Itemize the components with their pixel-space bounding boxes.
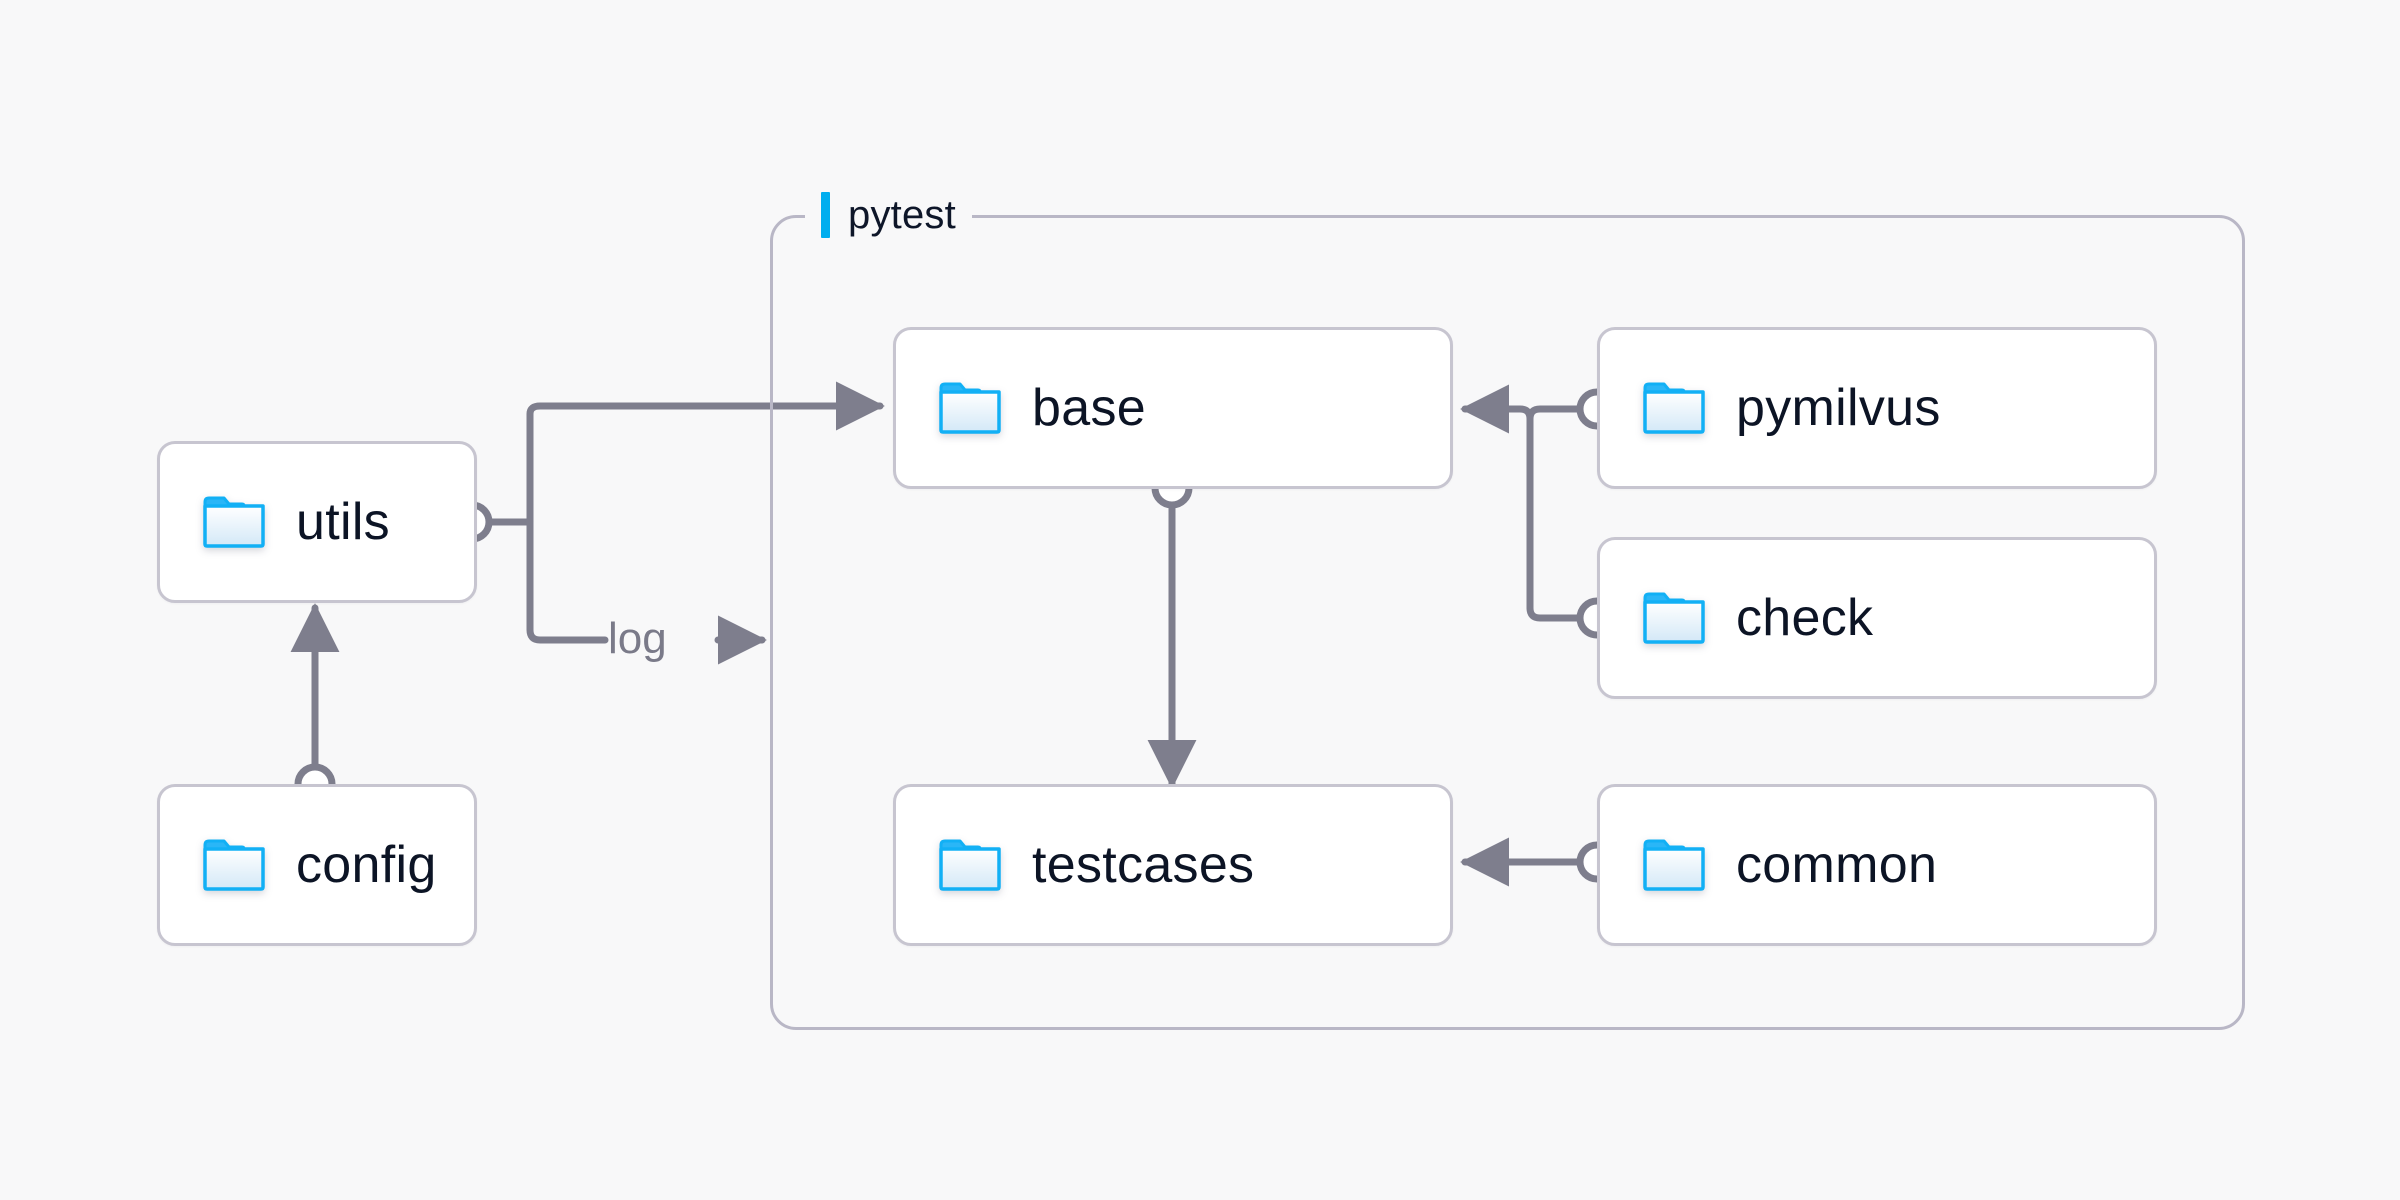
group-accent-bar bbox=[821, 192, 830, 238]
edge-utils-to-log bbox=[483, 518, 609, 644]
node-base[interactable]: base bbox=[893, 327, 1453, 489]
node-utils[interactable]: utils bbox=[157, 441, 477, 603]
pytest-group-label: pytest bbox=[848, 193, 956, 237]
folder-icon bbox=[1643, 382, 1705, 434]
node-check-label: check bbox=[1736, 589, 1874, 647]
folder-icon bbox=[1643, 592, 1705, 644]
node-base-content: base bbox=[896, 381, 1146, 435]
pytest-group-container bbox=[770, 215, 2245, 1030]
node-common[interactable]: common bbox=[1597, 784, 2157, 946]
folder-icon bbox=[939, 839, 1001, 891]
node-check-content: check bbox=[1600, 591, 1873, 645]
node-pymilvus-label: pymilvus bbox=[1736, 379, 1941, 437]
node-base-label: base bbox=[1032, 379, 1146, 437]
node-common-label: common bbox=[1736, 836, 1938, 894]
node-config[interactable]: config bbox=[157, 784, 477, 946]
node-testcases-content: testcases bbox=[896, 838, 1254, 892]
node-testcases[interactable]: testcases bbox=[893, 784, 1453, 946]
node-pymilvus[interactable]: pymilvus bbox=[1597, 327, 2157, 489]
node-utils-label: utils bbox=[296, 493, 390, 551]
node-testcases-label: testcases bbox=[1032, 836, 1255, 894]
node-config-content: config bbox=[160, 838, 437, 892]
edge-label-log: log bbox=[608, 614, 667, 663]
folder-icon bbox=[203, 496, 265, 548]
node-config-label: config bbox=[296, 836, 437, 894]
folder-icon bbox=[939, 382, 1001, 434]
pytest-group-label-wrap: pytest bbox=[805, 186, 972, 244]
node-pymilvus-content: pymilvus bbox=[1600, 381, 1941, 435]
node-utils-content: utils bbox=[160, 495, 390, 549]
node-common-content: common bbox=[1600, 838, 1937, 892]
folder-icon bbox=[1643, 839, 1705, 891]
folder-icon bbox=[203, 839, 265, 891]
node-check[interactable]: check bbox=[1597, 537, 2157, 699]
